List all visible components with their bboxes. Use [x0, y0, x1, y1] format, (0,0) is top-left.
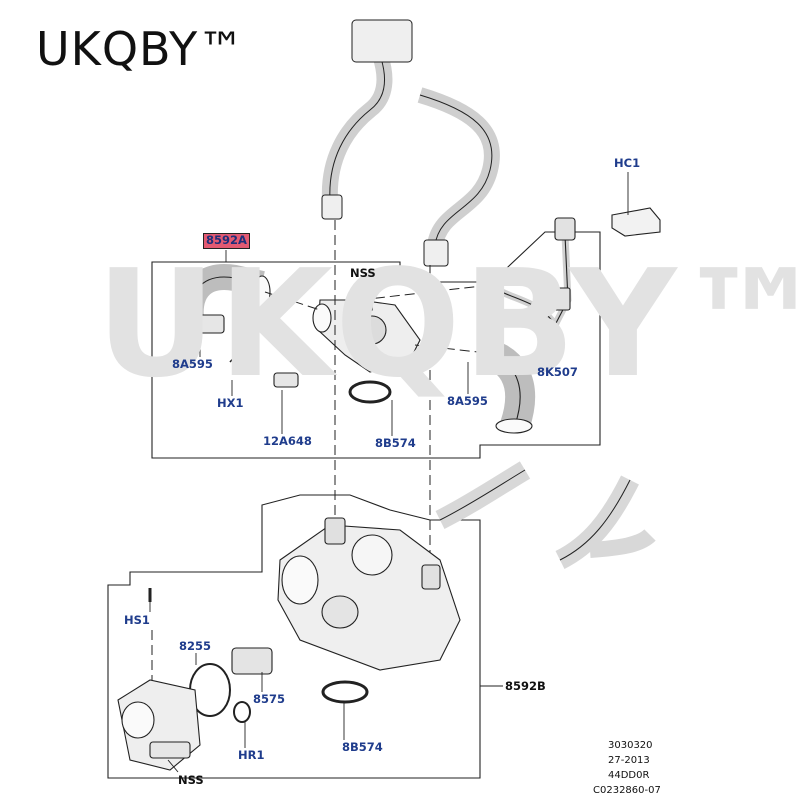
callout-8a595-left: 8A595 — [172, 357, 213, 371]
upper-assembly-frame — [151, 231, 601, 459]
o-ring-HR1 — [233, 701, 251, 723]
callout-8b574-bottom: 8B574 — [342, 740, 383, 754]
drawing-code: 44DD0R — [608, 770, 650, 781]
clip-HX1 — [229, 357, 240, 373]
lower-assembly-frame — [107, 494, 481, 779]
thermostat-housing-8592B — [277, 517, 461, 671]
bleed-pipe-8K507 — [487, 217, 576, 333]
drawing-number: 3030320 — [608, 740, 653, 751]
callout-8575: 8575 — [253, 692, 286, 706]
callout-8k507: 8K507 — [537, 365, 578, 379]
callout-8592b: 8592B — [505, 679, 546, 693]
coolant-outlet-housing — [312, 297, 421, 373]
thermostat-8575 — [231, 647, 273, 675]
lower-hose-8A595 — [475, 337, 535, 434]
callout-hs1: HS1 — [124, 613, 150, 627]
drawing-reference: C0232860-07 — [593, 785, 661, 796]
bypass-hoses — [435, 461, 656, 569]
callout-hc1: HC1 — [614, 156, 641, 170]
callout-hr1: HR1 — [238, 748, 265, 762]
callout-leaders — [149, 172, 629, 773]
callout-12a648: 12A648 — [263, 434, 312, 448]
watermark-text: UKQBY™ — [96, 238, 800, 410]
brand-logo: UKQBY™ — [36, 22, 246, 76]
callout-nss-top: NSS — [350, 266, 376, 280]
callout-nss-bottom: NSS — [178, 773, 204, 787]
temperature-sensor — [273, 372, 299, 388]
clip-HC1 — [611, 207, 661, 237]
drawing-date: 27-2013 — [608, 755, 650, 766]
o-ring-upper — [348, 380, 392, 404]
assembly-guide-lines — [151, 220, 491, 682]
thermostat-cover — [117, 679, 201, 771]
callout-hx1: HX1 — [217, 396, 244, 410]
callout-8255: 8255 — [179, 639, 212, 653]
elbow-hose-8592A — [177, 264, 271, 334]
callout-8a595-right: 8A595 — [447, 394, 488, 408]
callout-8592A: 8592A — [203, 233, 250, 249]
o-ring-lower — [321, 680, 369, 704]
callout-8b574-top: 8B574 — [375, 436, 416, 450]
top-heater-hose — [321, 19, 500, 267]
